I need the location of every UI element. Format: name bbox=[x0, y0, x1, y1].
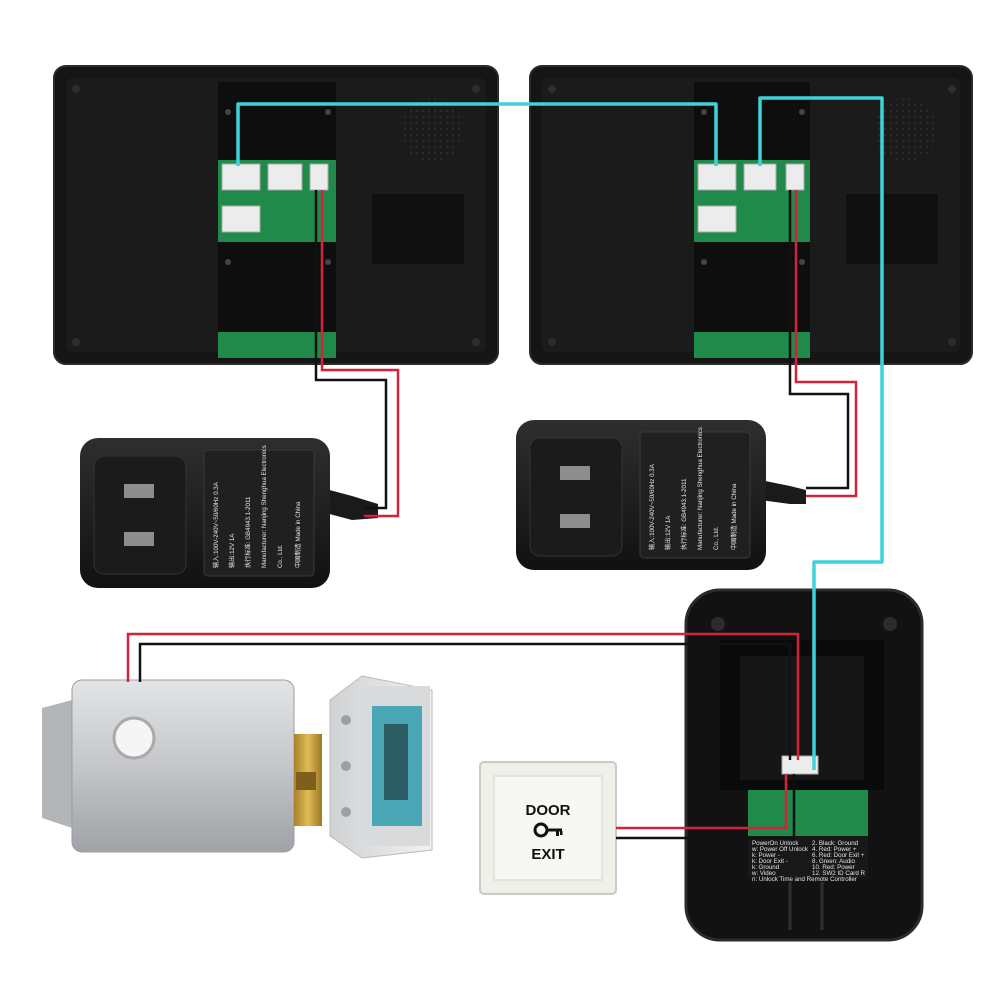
camera-label-line: w: Video bbox=[751, 870, 776, 877]
adapter-label-line: 输出:12V 1A bbox=[664, 515, 672, 550]
monitor-left bbox=[53, 65, 499, 365]
adapter-label-line: 输入:100V-240V~50/60Hz 0.3A bbox=[648, 463, 656, 550]
camera-label-line: w: Power Off Unlock bbox=[751, 846, 809, 853]
camera-label-line: 12. SW2 ID Card R bbox=[812, 870, 865, 877]
camera-label-line: 8. Green: Audio bbox=[812, 858, 856, 865]
adapter-label-line: Manufacturer: Nanjing Shenghua Electroni… bbox=[697, 427, 704, 550]
connector-power bbox=[785, 163, 805, 191]
adapter-label-line: 中国制造 Made in China bbox=[294, 501, 302, 568]
plug-prong bbox=[124, 484, 154, 498]
camera-label-line: 10. Red: Power bbox=[812, 864, 855, 871]
power-adapter-left: 输入:100V-240V~50/60Hz 0.3A 输出:12V 1A 执行标准… bbox=[80, 438, 378, 588]
connector-camera bbox=[781, 755, 819, 775]
plug-prong bbox=[560, 466, 590, 480]
connector-video bbox=[697, 163, 737, 191]
camera-label-line: 2. Black: Ground bbox=[812, 840, 859, 847]
camera-wire-label: PowerOn Unlock w: Power Off Unlock k: Po… bbox=[748, 836, 868, 883]
adapter-label-line: Co., Ltd. bbox=[713, 526, 720, 550]
power-adapter-right: 输入:100V-240V~50/60Hz 0.3A 输出:12V 1A 执行标准… bbox=[516, 420, 806, 570]
adapter-label-line: 执行标准: GB4943.1-2011 bbox=[680, 478, 688, 550]
power-wire-left bbox=[314, 190, 400, 518]
adapter-label-line: Co., Ltd. bbox=[277, 544, 284, 568]
outdoor-camera-unit: PowerOn Unlock w: Power Off Unlock k: Po… bbox=[684, 588, 924, 942]
camera-label-line: PowerOn Unlock bbox=[752, 840, 799, 847]
signal-wire-camera bbox=[758, 96, 884, 770]
monitor-right bbox=[529, 65, 973, 365]
camera-label-line: k: Ground bbox=[752, 864, 780, 871]
connector-video-2 bbox=[743, 163, 777, 191]
strike-plate bbox=[329, 675, 433, 859]
connector-video-2 bbox=[267, 163, 303, 191]
exit-button-label-door: DOOR bbox=[526, 802, 571, 819]
speaker-grille bbox=[400, 98, 464, 162]
camera-label-line: 4. Red: Power + bbox=[812, 846, 857, 853]
exit-button-wire bbox=[616, 774, 796, 840]
adapter-label: 输入:100V-240V~50/60Hz 0.3A 输出:12V 1A 执行标准… bbox=[648, 427, 738, 550]
adapter-label-line: Manufacturer: Nanjing Shenghua Electroni… bbox=[261, 445, 268, 568]
connector-video bbox=[221, 163, 261, 191]
power-wire-right bbox=[788, 190, 858, 498]
camera-label-line: n: Unlock Time and Remote Controller bbox=[752, 876, 857, 883]
lock-cylinder bbox=[112, 716, 156, 760]
signal-wire-monitors bbox=[236, 102, 718, 166]
camera-label-line: 6. Red: Door Exit + bbox=[812, 852, 865, 859]
adapter-label-line: 输入:100V-240V~50/60Hz 0.3A bbox=[212, 481, 220, 568]
key-icon bbox=[533, 822, 563, 838]
adapter-label-line: 输出:12V 1A bbox=[228, 533, 236, 568]
camera-label-line: k: Power - bbox=[752, 852, 780, 859]
lock-wire bbox=[126, 632, 800, 760]
electric-lock bbox=[42, 679, 322, 853]
adapter-label-line: 中国制造 Made in China bbox=[730, 483, 738, 550]
plug-prong bbox=[124, 532, 154, 546]
adapter-label: 输入:100V-240V~50/60Hz 0.3A 输出:12V 1A 执行标准… bbox=[212, 445, 302, 568]
exit-button: DOOR EXIT bbox=[479, 761, 617, 895]
adapter-label-line: 执行标准: GB4943.1-2011 bbox=[244, 496, 252, 568]
connector-extension bbox=[697, 205, 737, 233]
plug-prong bbox=[560, 514, 590, 528]
connector-extension bbox=[221, 205, 261, 233]
camera-label-line: k: Door Exit - bbox=[752, 858, 788, 865]
exit-button-label-exit: EXIT bbox=[531, 846, 564, 863]
connector-power bbox=[309, 163, 329, 191]
speaker-grille bbox=[874, 98, 938, 162]
